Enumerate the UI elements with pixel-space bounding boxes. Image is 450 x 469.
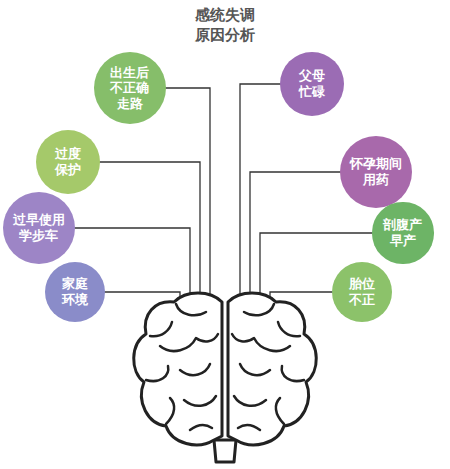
brain-hemisphere [134, 293, 222, 445]
cause-circle: 父母 忙碌 [280, 52, 344, 116]
cause-circle: 胎位 不正 [332, 262, 392, 322]
cause-circle: 过早使用 学步车 [3, 192, 75, 264]
cause-circle: 怀孕期间 用药 [340, 136, 412, 208]
cause-circle: 剖腹产 早产 [372, 202, 433, 263]
cause-circle: 过度 保护 [36, 130, 100, 194]
cause-label: 过早使用 学步车 [11, 212, 67, 243]
cause-label: 怀孕期间 用药 [348, 156, 404, 187]
cause-circle: 出生后 不正确 走路 [94, 52, 166, 124]
cause-label: 父母 忙碌 [297, 68, 327, 99]
cause-label: 胎位 不正 [347, 276, 377, 307]
cause-label: 过度 保护 [53, 146, 83, 177]
cause-label: 剖腹产 早产 [382, 217, 425, 248]
leader-line [240, 84, 312, 305]
brain-stem [214, 440, 236, 462]
cause-label: 家庭 环境 [60, 276, 90, 307]
diagram-title: 感统失调 原因分析 [191, 6, 259, 45]
cause-circle: 家庭 环境 [45, 262, 105, 322]
cause-label: 出生后 不正确 走路 [109, 65, 152, 112]
brain-hemisphere [228, 293, 316, 445]
